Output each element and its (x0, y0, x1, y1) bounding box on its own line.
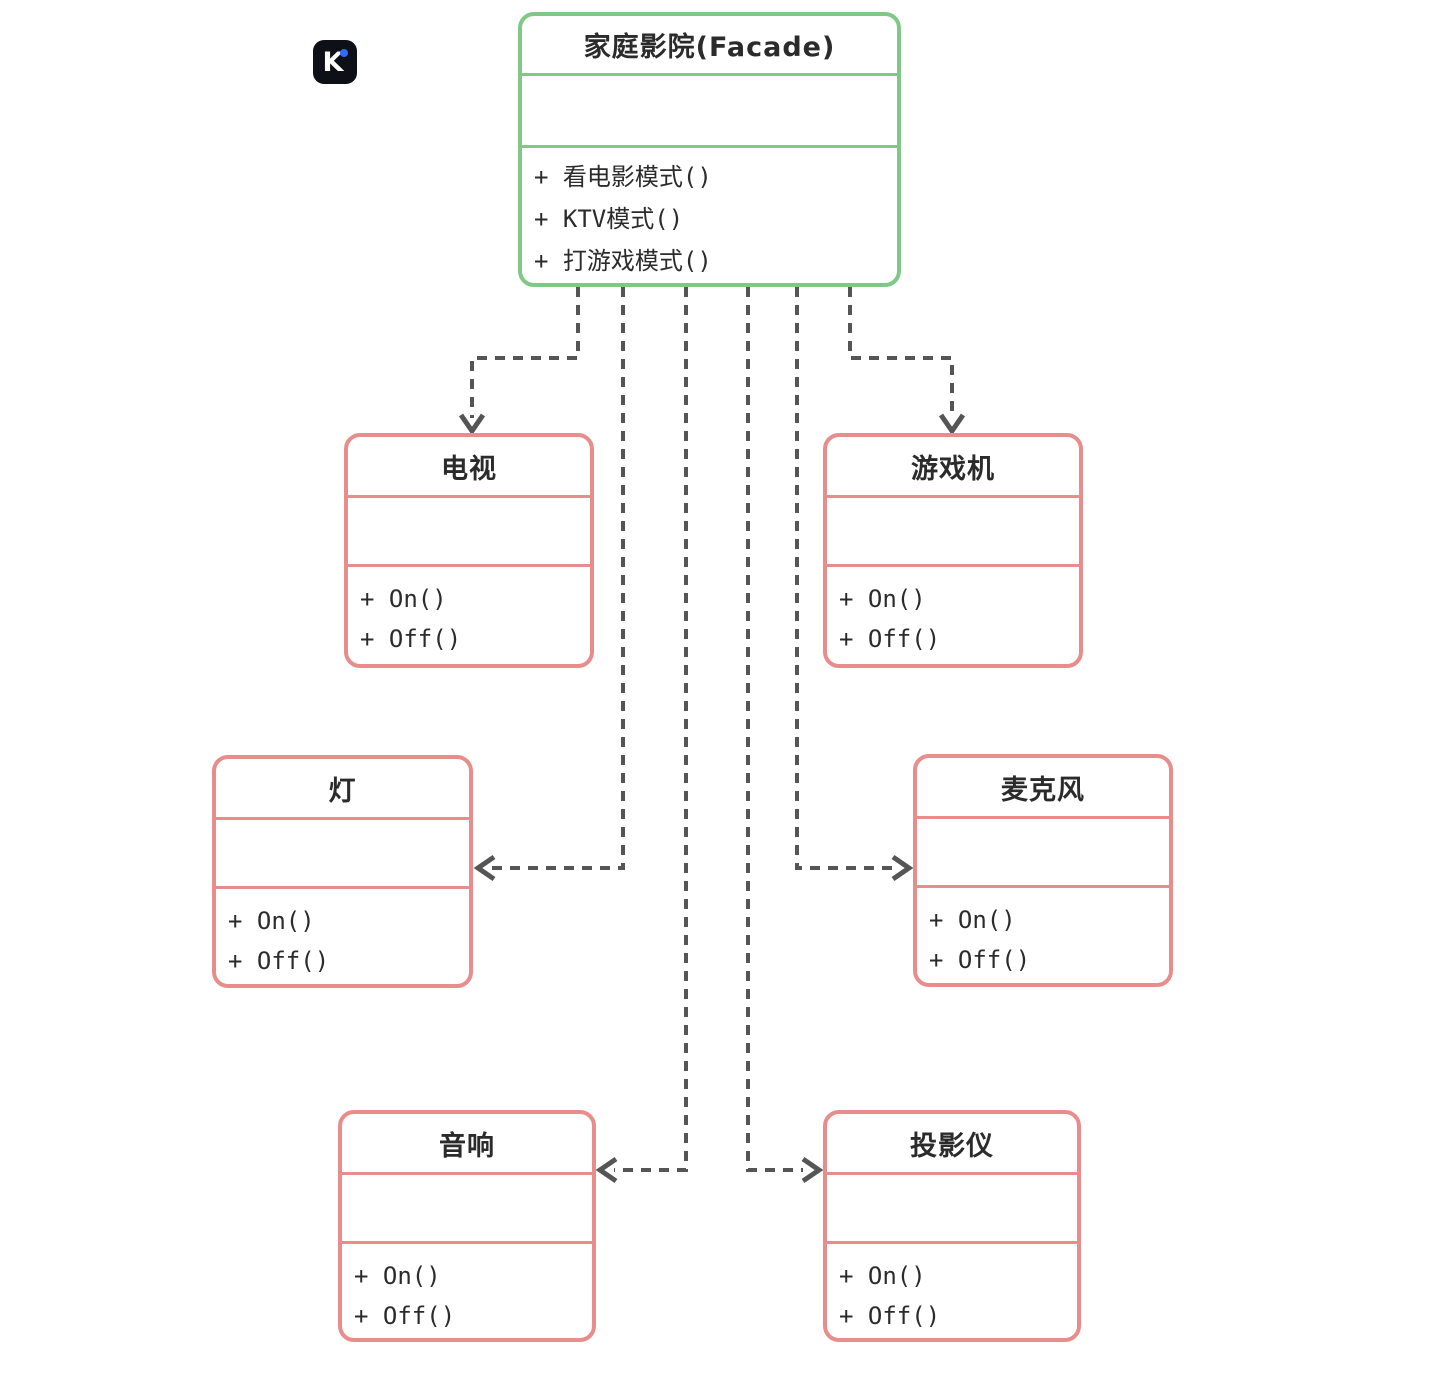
class-methods-section: + On() + Off() (827, 1244, 1077, 1338)
dashed-line (746, 287, 803, 1172)
class-attributes-section (348, 495, 590, 567)
class-box-game-console: 游戏机 + On() + Off() (823, 433, 1083, 668)
arrowhead-down-icon (938, 413, 966, 436)
dashed-line (614, 287, 688, 1172)
method-label: + Off() (929, 946, 1031, 974)
method-label: + On() (839, 585, 926, 613)
arrowhead-right-icon (801, 1156, 824, 1184)
arrowhead-left-icon (473, 854, 496, 882)
connector-facade-to-projector (746, 287, 824, 1184)
method-label: + On() (839, 1262, 926, 1290)
connector-facade-to-speaker (595, 287, 688, 1184)
class-methods-section: + On() + Off() (348, 567, 590, 664)
arrowhead-left-icon (595, 1156, 618, 1184)
class-title: 灯 (328, 775, 357, 807)
class-attributes-section (917, 816, 1169, 888)
class-methods-section: + On() + Off() (827, 567, 1079, 664)
class-methods-section: + On() + Off() (216, 889, 469, 984)
method-label: + 看电影模式() (534, 163, 712, 191)
method-label: + Off() (360, 625, 462, 653)
class-box-microphone: 麦克风 + On() + Off() (913, 754, 1173, 987)
class-title: 投影仪 (910, 1130, 994, 1162)
class-title: 游戏机 (911, 453, 995, 485)
method-label: + KTV模式() (534, 205, 684, 233)
class-box-speaker: 音响 + On() + Off() (338, 1110, 596, 1342)
class-title: 电视 (441, 453, 497, 485)
class-attributes-section (216, 817, 469, 889)
arrowhead-down-icon (458, 413, 486, 436)
class-methods-section: + On() + Off() (917, 888, 1169, 983)
connector-facade-to-game-console (848, 287, 966, 436)
class-methods-section: + On() + Off() (342, 1244, 592, 1338)
method-label: + Off() (354, 1302, 456, 1330)
method-label: + Off() (839, 625, 941, 653)
method-label: + On() (228, 907, 315, 935)
method-label: + Off() (228, 947, 330, 975)
arrowhead-right-icon (891, 854, 914, 882)
class-box-facade: 家庭影院(Facade) + 看电影模式() + KTV模式() + 打游戏模式… (518, 12, 901, 287)
class-title: 麦克风 (1001, 774, 1085, 806)
logo-dot-icon (340, 49, 348, 57)
app-logo[interactable]: K (313, 40, 357, 84)
dashed-line (470, 287, 580, 418)
dashed-line (848, 287, 954, 418)
class-attributes-section (827, 1172, 1077, 1244)
dashed-line (492, 287, 625, 870)
class-box-projector: 投影仪 + On() + Off() (823, 1110, 1081, 1342)
class-methods-section: + 看电影模式() + KTV模式() + 打游戏模式() (522, 148, 897, 283)
class-attributes-section (342, 1172, 592, 1244)
logo-letter: K (322, 46, 344, 78)
class-box-light: 灯 + On() + Off() (212, 755, 473, 988)
method-label: + On() (354, 1262, 441, 1290)
class-title: 音响 (439, 1130, 495, 1162)
method-label: + On() (929, 906, 1016, 934)
connector-facade-to-tv (458, 287, 580, 436)
method-label: + 打游戏模式() (534, 247, 712, 275)
dashed-line (795, 287, 894, 870)
method-label: + Off() (839, 1302, 941, 1330)
connector-facade-to-microphone (795, 287, 914, 882)
connector-facade-to-light (473, 287, 625, 882)
class-box-tv: 电视 + On() + Off() (344, 433, 594, 668)
class-attributes-section (827, 495, 1079, 567)
class-attributes-section (522, 73, 897, 148)
class-title: 家庭影院(Facade) (583, 32, 836, 63)
method-label: + On() (360, 585, 447, 613)
